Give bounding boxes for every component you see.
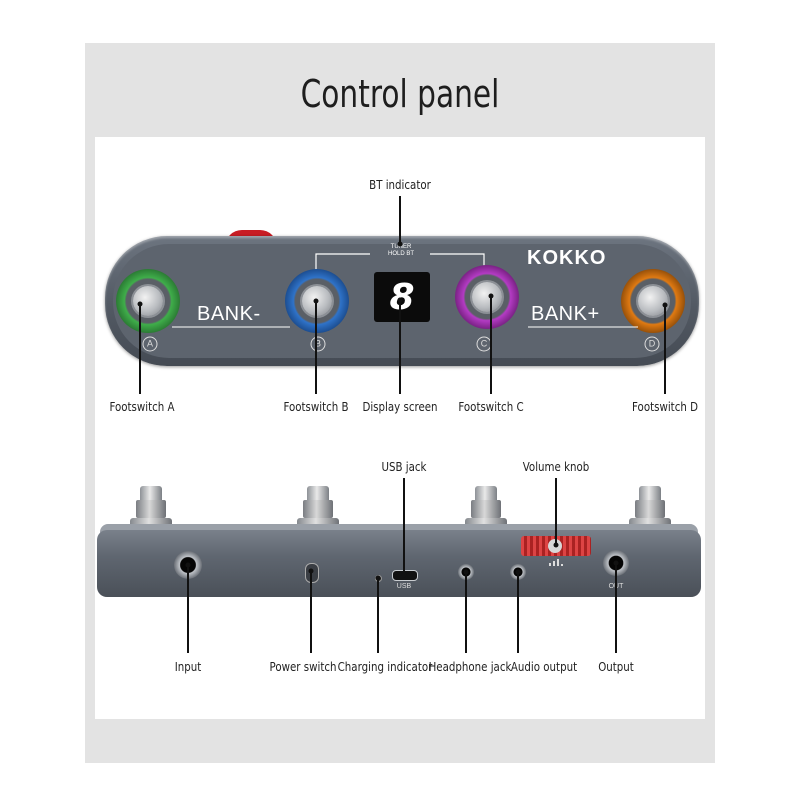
volume-knob-leader	[555, 478, 557, 546]
tuner-line-2: HOLD BT	[387, 251, 414, 257]
output-dot	[613, 560, 619, 566]
label-audio-output: Audio output	[510, 659, 578, 674]
display-dot	[397, 297, 403, 303]
label-power-switch: Power switch	[269, 659, 337, 674]
label-footswitch-c: Footswitch C	[458, 399, 524, 414]
label-footswitch-b: Footswitch B	[283, 399, 349, 414]
charging-indicator-leader	[377, 578, 379, 653]
tuner-hold-bt-text: TUNER HOLD BT	[370, 244, 432, 258]
footswitch-c[interactable]	[472, 282, 502, 312]
footswitch-d-leader	[664, 305, 666, 394]
footswitch-c-leader	[490, 296, 492, 394]
letter-d: D	[644, 336, 660, 352]
volume-level-icon	[549, 559, 563, 566]
footswitch-b-leader	[315, 301, 317, 394]
footswitch-c-dot	[488, 293, 494, 299]
volume-knob-dot	[553, 542, 559, 548]
bank-plus-label: BANK+	[531, 303, 600, 325]
display-screen: 8	[374, 272, 430, 322]
bank-minus-label: BANK-	[197, 303, 261, 325]
bank-underline	[172, 326, 638, 328]
tuner-line-1: TUNER	[390, 244, 412, 250]
label-charging-indicator: Charging indicator	[337, 659, 433, 674]
audio-output-dot	[515, 569, 521, 575]
bt-indicator-leader	[399, 196, 401, 246]
label-footswitch-d: Footswitch D	[632, 399, 698, 414]
label-headphone-jack: Headphone jack	[428, 659, 512, 674]
label-bt-indicator: BT indicator	[369, 177, 431, 192]
footswitch-a[interactable]	[133, 286, 163, 316]
brand-logo: KOKKO	[527, 247, 607, 269]
footswitch-a-leader	[139, 304, 141, 394]
input-dot	[185, 562, 191, 568]
label-volume-knob: Volume knob	[522, 459, 590, 474]
charging-indicator-dot	[375, 575, 381, 581]
label-display-screen: Display screen	[362, 399, 438, 414]
label-output: Output	[598, 659, 634, 674]
letter-a: A	[142, 336, 158, 352]
output-leader	[615, 563, 617, 653]
footswitch-a-dot	[137, 301, 143, 307]
letter-b: B	[310, 336, 326, 352]
usb-jack-leader	[403, 478, 405, 575]
footswitch-d[interactable]	[638, 286, 668, 316]
footswitch-d-dot	[662, 302, 668, 308]
label-usb-jack: USB jack	[381, 459, 427, 474]
footswitch-b-dot	[313, 298, 319, 304]
usb-port-label: USB	[396, 583, 412, 590]
bt-indicator-dot	[397, 241, 403, 247]
power-switch-leader	[310, 571, 312, 653]
headphone-jack-dot	[463, 569, 469, 575]
label-footswitch-a: Footswitch A	[109, 399, 175, 414]
audio-output-leader	[517, 572, 519, 653]
usb-jack-dot	[401, 572, 407, 578]
page-title: Control panel	[300, 72, 500, 116]
headphone-jack-leader	[465, 572, 467, 653]
label-input: Input	[174, 659, 202, 674]
power-switch-dot	[308, 568, 314, 574]
input-leader	[187, 565, 189, 653]
side-pedal-top-edge	[100, 524, 698, 534]
display-leader	[399, 300, 401, 394]
